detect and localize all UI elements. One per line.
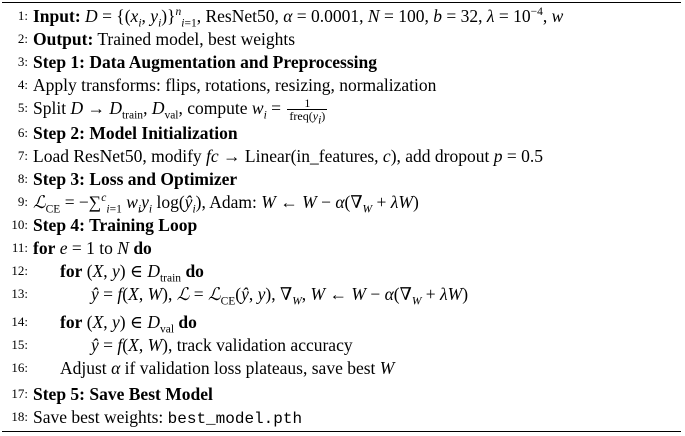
line-number: 13: — [11, 286, 28, 301]
line-content: Load ResNet50, modify fc → Linear(in_fea… — [33, 146, 543, 166]
line-content: Input: D = {(xi, yi)}ni=1, ResNet50, α =… — [33, 6, 564, 30]
algorithm-line: 6: Step 2: Model Initialization — [2, 122, 681, 144]
algorithm-line: 10: Step 4: Training Loop — [2, 214, 681, 236]
line-number: 2: — [17, 31, 28, 46]
line-number: 7: — [17, 148, 28, 163]
line-number: 11: — [11, 240, 28, 255]
line-number: 8: — [17, 171, 28, 186]
line-content: for e = 1 to N do — [33, 238, 152, 258]
line-content: for (X, y) ∈ Dtrain do — [60, 261, 204, 285]
line-content: Adjust α if validation loss plateaus, sa… — [60, 358, 395, 378]
algorithm-line: 18: Save best weights: best_model.pth — [2, 406, 681, 428]
line-number: 14: — [11, 314, 28, 329]
algorithm-line: 8: Step 3: Loss and Optimizer — [2, 168, 681, 190]
line-content: ŷ = f(X, W), ℒ = ℒCE(ŷ, y), ∇W, W ← W − … — [91, 284, 469, 308]
algorithm-line: 14: for (X, y) ∈ Dval do — [2, 311, 681, 336]
line-content: Step 5: Save Best Model — [33, 384, 213, 404]
line-content: Step 3: Loss and Optimizer — [33, 169, 238, 189]
line-number: 18: — [11, 409, 28, 424]
algorithm-line: 2: Output: Trained model, best weights — [2, 28, 681, 50]
algorithm-line: 15: ŷ = f(X, W), track validation accurac… — [2, 334, 681, 356]
line-content: Step 4: Training Loop — [33, 215, 198, 235]
line-number: 10: — [11, 217, 28, 232]
line-number: 3: — [17, 54, 28, 69]
line-number: 1: — [17, 8, 28, 23]
line-number: 16: — [11, 360, 28, 375]
algorithm-line: 17: Step 5: Save Best Model — [2, 383, 681, 405]
algorithm-line: 11: for e = 1 to N do — [2, 237, 681, 259]
line-number: 17: — [11, 386, 28, 401]
algorithm-line: 9: ℒCE = −∑ci=1 wiyi log(ŷi), Adam: W ← W… — [2, 191, 681, 216]
algorithm-line: 5: Split D → Dtrain, Dval, compute wi = 1… — [2, 96, 681, 127]
line-content: ℒCE = −∑ci=1 wiyi log(ŷi), Adam: W ← W −… — [33, 192, 419, 216]
algorithm-line: 16: Adjust α if validation loss plateaus,… — [2, 357, 681, 379]
algorithm-line: 3: Step 1: Data Augmentation and Preproce… — [2, 51, 681, 73]
algorithm-line: 4: Apply transforms: flips, rotations, re… — [2, 74, 681, 96]
line-number: 4: — [17, 77, 28, 92]
line-number: 6: — [17, 125, 28, 140]
algorithm-line: 7: Load ResNet50, modify fc → Linear(in_f… — [2, 145, 681, 167]
line-content: Output: Trained model, best weights — [33, 29, 296, 49]
line-content: ŷ = f(X, W), track validation accuracy — [91, 335, 353, 355]
algorithm-box: 1: Input: D = {(xi, yi)}ni=1, ResNet50, α… — [2, 2, 681, 432]
line-content: Step 1: Data Augmentation and Preprocess… — [33, 52, 378, 72]
algorithm-line: 1: Input: D = {(xi, yi)}ni=1, ResNet50, α… — [2, 5, 681, 30]
line-content: Step 2: Model Initialization — [33, 123, 238, 143]
line-content: Save best weights: best_model.pth — [33, 407, 303, 428]
line-number: 12: — [11, 263, 28, 278]
line-content: for (X, y) ∈ Dval do — [60, 312, 197, 336]
algorithm-line: 13: ŷ = f(X, W), ℒ = ℒCE(ŷ, y), ∇W, W ← W… — [2, 283, 681, 308]
line-number: 9: — [17, 194, 28, 209]
line-number: 15: — [11, 337, 28, 352]
line-content: Apply transforms: flips, rotations, resi… — [33, 75, 437, 95]
line-number: 5: — [17, 100, 28, 115]
algorithm-line: 12: for (X, y) ∈ Dtrain do — [2, 260, 681, 285]
